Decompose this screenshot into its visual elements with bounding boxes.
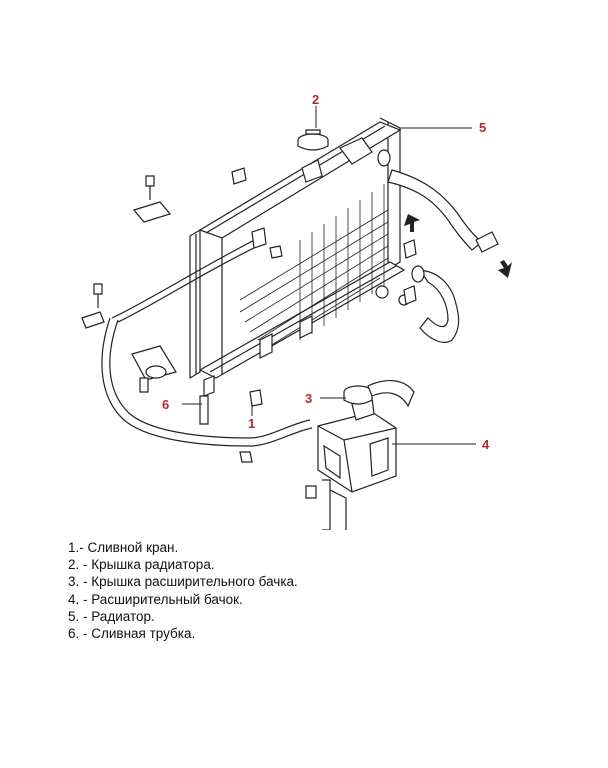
reservoir-tank	[317, 397, 397, 493]
legend-item-drain-tube: 6. - Сливная трубка.	[68, 626, 196, 642]
drain-tube	[199, 395, 209, 425]
callout-1: 1	[248, 416, 255, 431]
legend-item-radiator-cap: 2. - Крышка радиатора.	[68, 557, 215, 573]
callout-5: 5	[479, 120, 486, 135]
cooling-system-diagram: 2 5 3 4 6 1	[81, 92, 512, 530]
callout-6: 6	[162, 397, 169, 412]
upper-hose	[377, 149, 499, 253]
legend-item-reservoir-cap: 3. - Крышка расширительного бачка.	[68, 574, 298, 590]
mounting-hardware	[93, 167, 417, 530]
leader-lines	[182, 106, 476, 445]
callout-4: 4	[482, 437, 490, 452]
parts-legend: 1.- Сливной кран. 2. - Крышка радиатора.…	[68, 539, 298, 642]
legend-item-drain-valve: 1.- Сливной кран.	[68, 540, 179, 555]
radiator	[189, 117, 410, 397]
callout-2: 2	[312, 92, 319, 107]
legend-item-radiator: 5. - Радиатор.	[68, 608, 155, 624]
reservoir-cap	[343, 380, 415, 408]
overflow-hose	[81, 235, 313, 463]
flow-arrow-in	[404, 214, 420, 232]
legend-item-reservoir-tank: 4. - Расширительный бачок.	[68, 591, 243, 607]
lower-hose	[411, 265, 460, 343]
flow-arrow-out	[498, 260, 512, 278]
callout-3: 3	[305, 391, 312, 406]
radiator-cap	[297, 129, 329, 151]
